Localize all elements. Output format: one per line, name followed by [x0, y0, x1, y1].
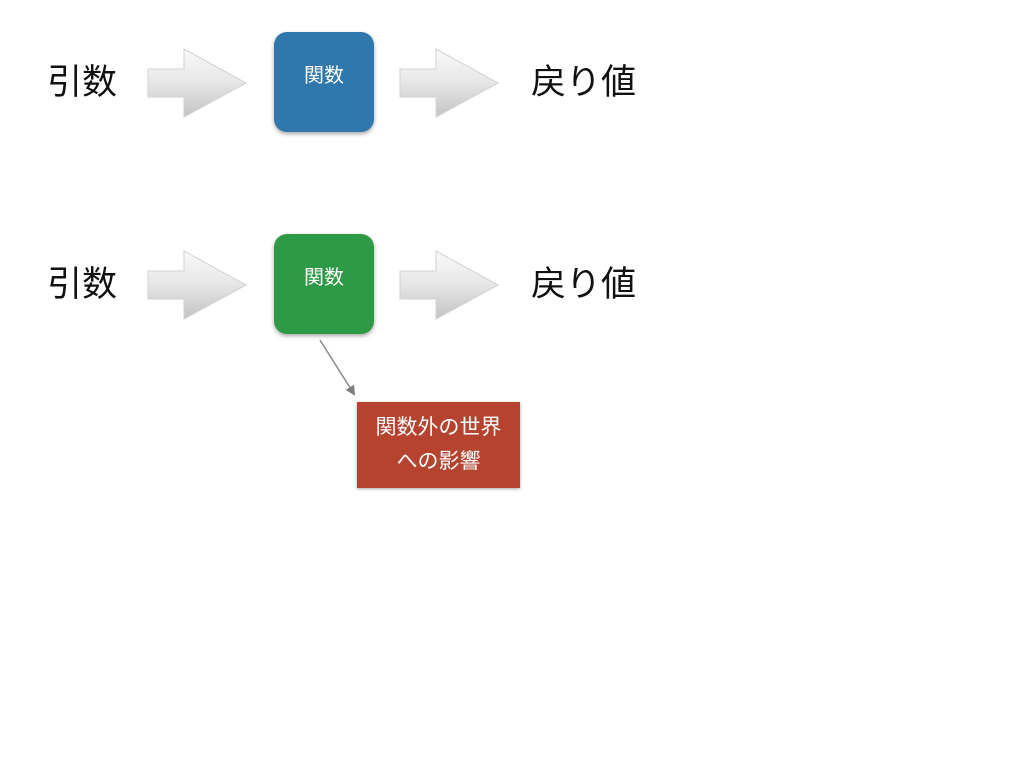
row1-input-label: 引数 — [47, 63, 118, 103]
side-effect-box: 関数外の世界 への影響 — [357, 402, 520, 488]
row2-arrow-out-icon — [399, 250, 500, 320]
row1-function-label: 関数 — [304, 63, 344, 87]
row1-function-box: 関数 — [274, 32, 374, 132]
side-effect-line1: 関数外の世界 — [375, 415, 502, 439]
row2-input-label: 引数 — [47, 265, 118, 305]
connector-line — [319, 339, 356, 396]
row1-output-label: 戻り値 — [531, 63, 637, 103]
row2-function-label: 関数 — [304, 265, 344, 289]
row2-output-label: 戻り値 — [531, 265, 637, 305]
row1-arrow-out-icon — [399, 48, 500, 118]
row2-function-box: 関数 — [274, 234, 374, 334]
row1-arrow-in-icon — [147, 48, 248, 118]
row2-arrow-in-icon — [147, 250, 248, 320]
side-effect-line2: への影響 — [396, 449, 481, 473]
